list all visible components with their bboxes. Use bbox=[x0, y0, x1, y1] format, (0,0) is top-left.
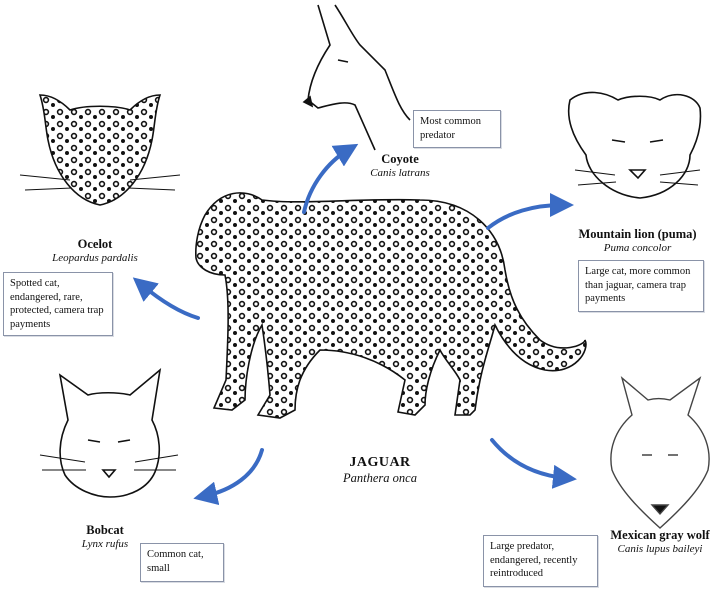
mexican-gray-wolf-label: Mexican gray wolf Canis lupus baileyi bbox=[600, 528, 720, 555]
ocelot-note-box: Spotted cat, endangered, rare, protected… bbox=[3, 272, 113, 336]
coyote-illustration bbox=[302, 4, 411, 151]
coyote-name: Coyote bbox=[381, 152, 419, 166]
mexican-gray-wolf-note-box: Large predator, endangered, recently rei… bbox=[483, 535, 598, 587]
ocelot-name: Ocelot bbox=[77, 237, 113, 251]
mexican-gray-wolf-scientific-name: Canis lupus baileyi bbox=[617, 543, 703, 555]
mountain-lion-note-box: Large cat, more common than jaguar, came… bbox=[578, 260, 704, 312]
arrow-to-wolf bbox=[490, 438, 577, 489]
arrow-to-bobcat bbox=[193, 448, 264, 506]
coyote-label: Coyote Canis latrans bbox=[360, 152, 440, 179]
mountain-lion-label: Mountain lion (puma) Puma concolor bbox=[565, 227, 710, 254]
bobcat-note-box: Common cat, small bbox=[140, 543, 224, 582]
bobcat-illustration bbox=[39, 368, 179, 498]
coyote-note-box: Most common predator bbox=[413, 110, 501, 148]
ocelot-label: Ocelot Leopardus pardalis bbox=[40, 237, 150, 264]
arrow-to-coyote bbox=[302, 143, 359, 214]
bobcat-name: Bobcat bbox=[86, 523, 124, 537]
jaguar-name: JAGUAR bbox=[349, 455, 411, 470]
coyote-scientific-name: Canis latrans bbox=[370, 167, 430, 179]
ocelot-illustration bbox=[19, 94, 181, 206]
mexican-gray-wolf-illustration bbox=[610, 376, 710, 529]
arrow-to-ocelot bbox=[132, 277, 200, 320]
jaguar-label: JAGUAR Panthera onca bbox=[320, 455, 440, 486]
bobcat-scientific-name: Lynx rufus bbox=[81, 538, 129, 550]
mountain-lion-scientific-name: Puma concolor bbox=[603, 242, 672, 254]
mountain-lion-name: Mountain lion (puma) bbox=[578, 227, 697, 241]
relationship-arrows bbox=[132, 143, 577, 506]
ocelot-scientific-name: Leopardus pardalis bbox=[52, 252, 138, 264]
bobcat-label: Bobcat Lynx rufus bbox=[70, 523, 140, 550]
jaguar-illustration bbox=[195, 192, 587, 419]
mountain-lion-illustration bbox=[568, 91, 702, 199]
jaguar-scientific-name: Panthera onca bbox=[343, 471, 417, 485]
arrow-to-mountain-lion bbox=[486, 193, 574, 230]
mexican-gray-wolf-name: Mexican gray wolf bbox=[610, 528, 710, 542]
